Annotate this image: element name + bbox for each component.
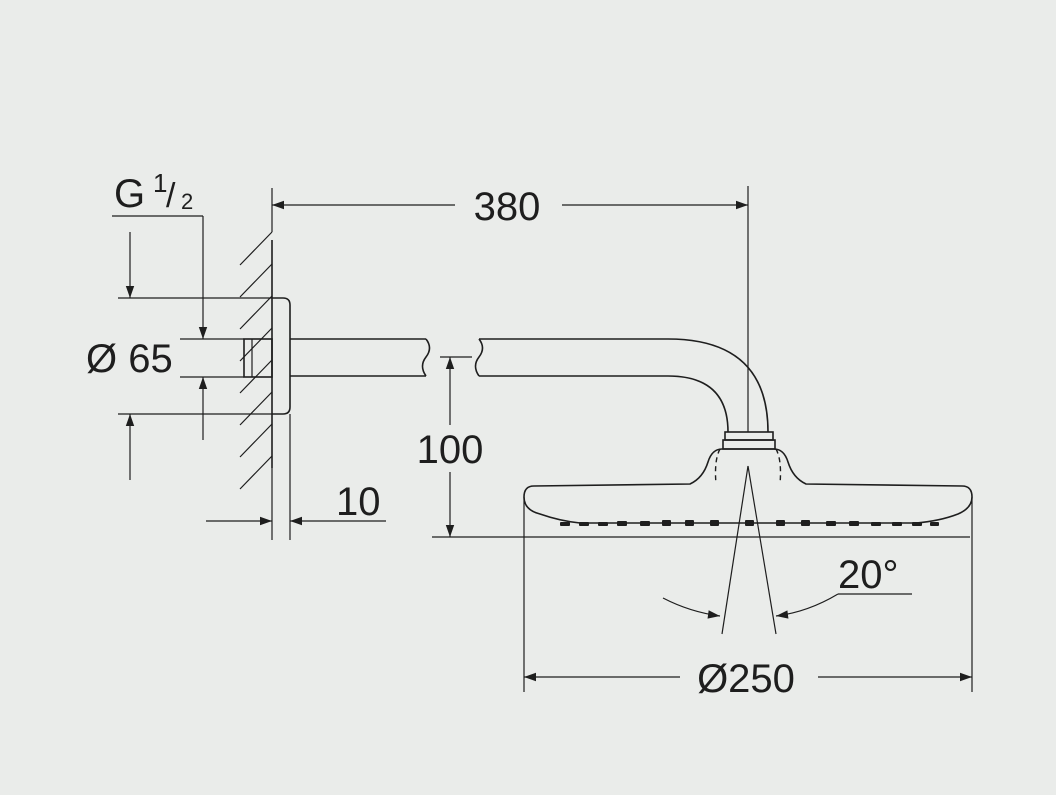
- dimension-length: 380: [271, 185, 749, 432]
- thread-label: G: [114, 172, 145, 216]
- spray-angle-label: 20°: [838, 553, 899, 597]
- wall-flange: [243, 297, 291, 415]
- dimension-drop: 100: [417, 356, 970, 538]
- dimension-flange-depth: 10: [206, 414, 386, 540]
- shower-arm: [290, 338, 769, 433]
- flange-depth-label: 10: [336, 480, 381, 524]
- shower-head: [523, 448, 973, 526]
- dimension-spray-angle: 20°: [662, 465, 912, 635]
- spray-nozzles: [560, 520, 939, 526]
- flange-diameter-label: Ø 65: [86, 337, 173, 381]
- thread-fraction-slash: /: [166, 177, 176, 215]
- thread-fraction-numerator: 1: [153, 168, 167, 198]
- drop-height-label: 100: [417, 428, 484, 472]
- length-label: 380: [474, 185, 541, 229]
- head-diameter-label: Ø250: [697, 657, 795, 701]
- dimension-thread: G 1 / 2: [112, 168, 208, 440]
- wall: [239, 231, 273, 490]
- dimension-flange-diameter: Ø 65: [86, 232, 272, 480]
- connector-nut: [722, 431, 776, 450]
- dimension-head-diameter: Ø250: [523, 497, 973, 701]
- thread-fraction-denominator: 2: [181, 189, 193, 214]
